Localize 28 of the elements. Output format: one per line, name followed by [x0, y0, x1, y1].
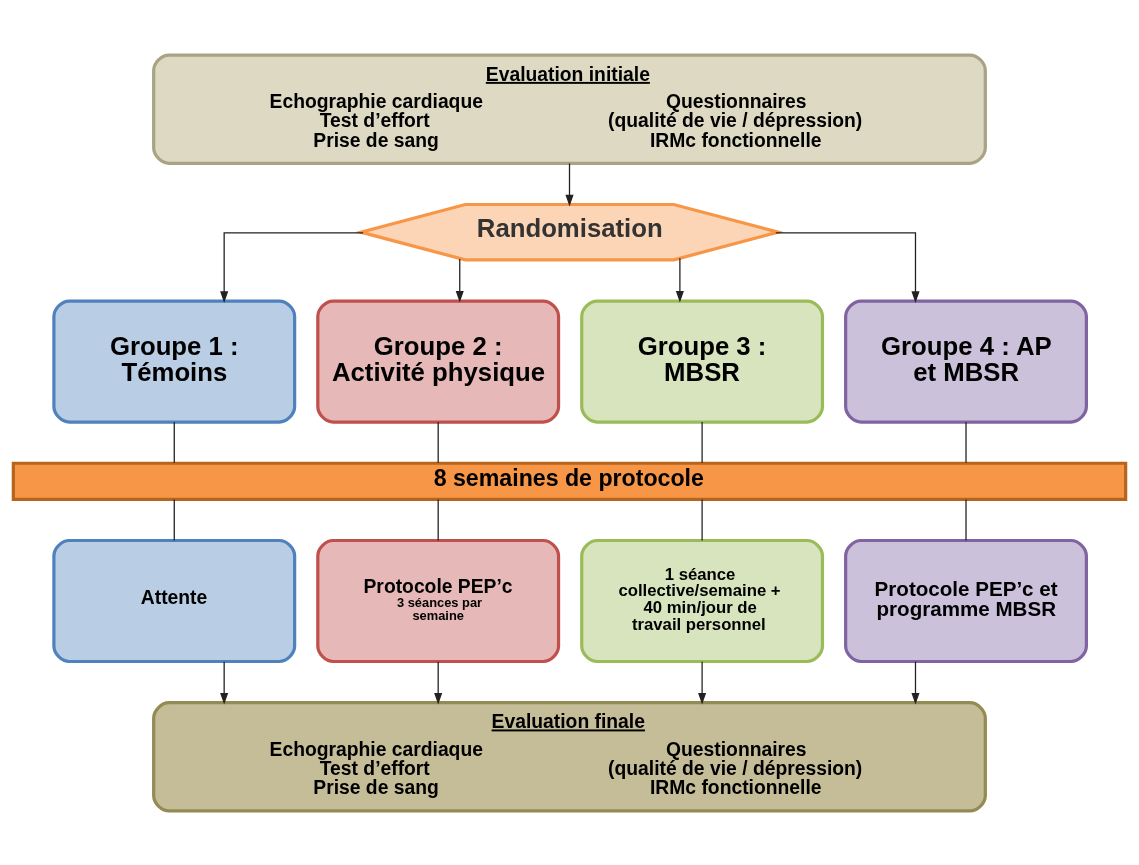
connector — [701, 498, 703, 541]
node-box: Groupe 4 : AP et MBSR — [844, 298, 1088, 424]
arrow — [565, 162, 574, 206]
connector — [701, 420, 703, 463]
arrow — [698, 660, 707, 705]
node-box: 8 semaines de protocole — [11, 461, 1128, 501]
arrow — [220, 231, 364, 303]
arrow — [911, 660, 920, 705]
node-box: Groupe 1 : Témoins — [52, 298, 297, 424]
connector — [173, 498, 175, 541]
connector — [965, 498, 967, 541]
connector — [173, 420, 175, 463]
node-box: 1 séance collective/semaine + 40 min/jour de travail personnel — [580, 538, 825, 663]
node-box: Protocole PEP’c 3 séances par semaine — [316, 538, 561, 663]
node-box: Protocole PEP’c et programme MBSR — [844, 538, 1088, 663]
node-box: Groupe 2 : Activité physique — [316, 298, 561, 424]
node-box: Attente — [52, 538, 297, 663]
connector — [437, 420, 439, 463]
arrow — [220, 660, 229, 705]
arrow — [675, 257, 684, 303]
node-box: Evaluation finale Echographie cardiaque Test d’effort Prise de sang Questionnaires (qualité de vie / dépression) IRMc fonctionnelle — [152, 700, 987, 812]
connector — [437, 498, 439, 541]
node-box: Groupe 3 : MBSR — [580, 298, 825, 424]
connector — [965, 420, 967, 463]
node-box: Evaluation initiale Echographie cardiaque Test d’effort Prise de sang Questionnaires (qualité de vie / dépression) IRMc fonctionnelle — [152, 53, 987, 165]
arrow — [775, 231, 920, 303]
arrow — [434, 660, 443, 705]
arrow — [455, 257, 464, 303]
